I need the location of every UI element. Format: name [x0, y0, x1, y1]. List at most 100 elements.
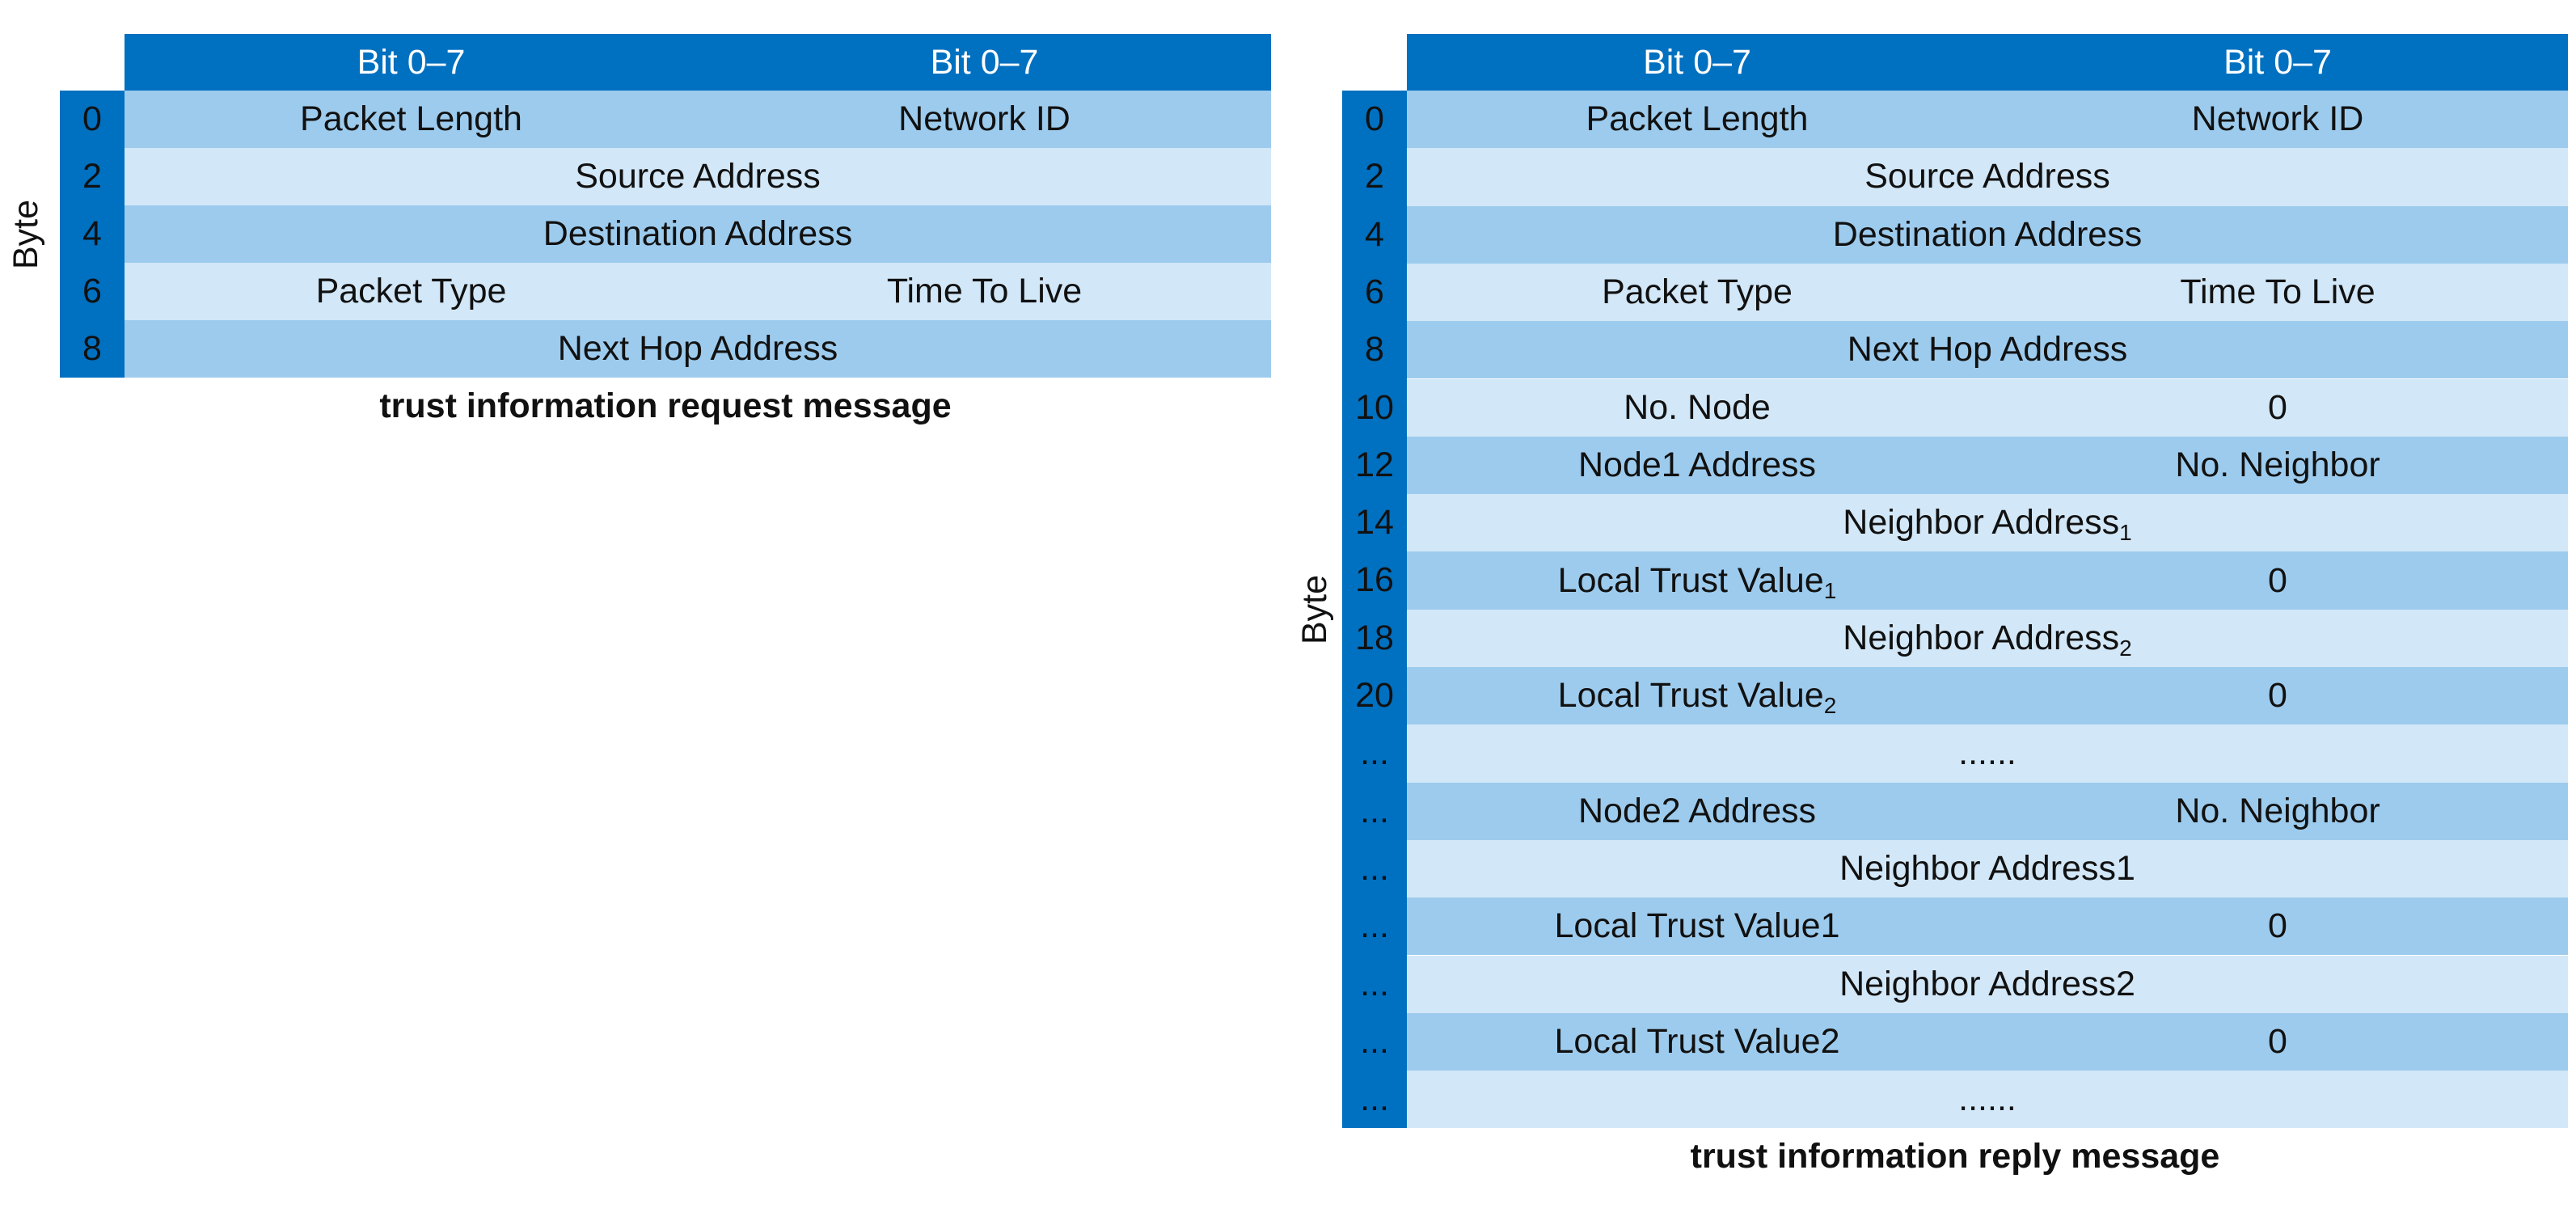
field-label: Destination Address — [543, 214, 853, 253]
field-cell: Node2 Address — [1407, 792, 1987, 831]
byte-offset: 8 — [1365, 330, 1384, 370]
byte-offset: 20 — [1355, 676, 1394, 715]
field-label: Neighbor Address2 — [1839, 964, 2135, 1003]
field-row: Next Hop Address — [1407, 321, 2568, 379]
field-label: Packet Type — [1602, 272, 1793, 312]
field-cell: ...... — [1407, 1079, 2568, 1119]
field-label: Network ID — [2191, 99, 2364, 139]
byte-offset: ... — [1360, 906, 1389, 946]
field-label: ...... — [1958, 733, 2016, 773]
field-cell: Neighbor Address1 — [1407, 849, 2568, 889]
field-label: Next Hop Address — [1847, 330, 2128, 370]
field-label: Neighbor Address — [1843, 503, 2120, 543]
field-cell: Network ID — [698, 99, 1271, 139]
diagram-caption: trust information reply message — [1690, 1137, 2220, 1176]
field-label: Destination Address — [1832, 214, 2143, 254]
field-label: Local Trust Value1 — [1554, 906, 1840, 946]
field-label: No. Node — [1624, 387, 1771, 427]
field-cell: Local Trust Value2 — [1407, 676, 1987, 719]
field-cell: Neighbor Address1 — [1407, 503, 2568, 546]
field-row: Neighbor Address1 — [1407, 494, 2568, 552]
byte-offset: 0 — [82, 99, 102, 138]
byte-offset: 6 — [82, 272, 102, 310]
field-cell: Time To Live — [698, 272, 1271, 311]
field-label: Packet Length — [1586, 99, 1809, 139]
field-row: Neighbor Address2 — [1407, 609, 2568, 667]
byte-offset: 12 — [1355, 445, 1394, 484]
byte-offset: ... — [1360, 791, 1389, 830]
diagram-caption: trust information request message — [379, 386, 952, 425]
bit-header-row: Bit 0–7 Bit 0–7 — [125, 34, 1271, 91]
field-label: Neighbor Address — [1843, 618, 2120, 657]
field-label: Packet Type — [315, 272, 507, 310]
field-label: 0 — [2268, 906, 2287, 946]
field-cell: Next Hop Address — [1407, 330, 2568, 370]
field-subscript: 2 — [1823, 693, 1837, 719]
field-cell: Next Hop Address — [125, 329, 1271, 369]
field-label: Local Trust Value — [1557, 560, 1824, 600]
field-cell: Source Address — [125, 157, 1271, 196]
field-label: Next Hop Address — [557, 329, 838, 368]
field-row: Neighbor Address2 — [1407, 955, 2568, 1013]
byte-offset: ... — [1360, 1021, 1389, 1061]
byte-offset: ... — [1360, 964, 1389, 1003]
field-label: Neighbor Address1 — [1839, 849, 2135, 889]
byte-offset: 2 — [1365, 157, 1384, 196]
field-label: No. Neighbor — [2175, 445, 2380, 484]
byte-axis-label: Byte — [1295, 574, 1334, 644]
field-cell: Packet Length — [125, 99, 698, 139]
field-label: No. Neighbor — [2175, 791, 2380, 830]
field-cell: Neighbor Address2 — [1407, 965, 2568, 1004]
field-row: Packet Type Time To Live — [1407, 263, 2568, 322]
field-row: Local Trust Value1 0 — [1407, 898, 2568, 956]
field-row: ...... — [1407, 1071, 2568, 1129]
field-row: Destination Address — [125, 205, 1271, 263]
field-subscript: 1 — [2119, 520, 2132, 546]
field-label: Node1 Address — [1577, 445, 1817, 484]
byte-index-column — [1342, 91, 1407, 1129]
byte-offset: 6 — [1365, 272, 1384, 311]
field-label: Time To Live — [2180, 272, 2375, 312]
bit-header-0: Bit 0–7 — [357, 42, 466, 82]
field-label: Source Address — [1864, 157, 2110, 196]
field-row: Packet Type Time To Live — [125, 263, 1271, 320]
field-row: No. Node 0 — [1407, 378, 2568, 437]
byte-offset: 14 — [1355, 503, 1394, 543]
field-cell: 0 — [1987, 676, 2568, 716]
field-label: Time To Live — [886, 272, 1083, 310]
field-cell: Local Trust Value2 — [1407, 1022, 1987, 1062]
field-cell: Packet Type — [1407, 272, 1987, 312]
field-cell: 0 — [1987, 388, 2568, 428]
field-cell: 0 — [1987, 1022, 2568, 1062]
bit-header-1: Bit 0–7 — [930, 42, 1039, 82]
byte-offset: ... — [1360, 733, 1389, 773]
field-label: Node2 Address — [1577, 791, 1817, 830]
field-label: 0 — [2268, 1021, 2287, 1061]
field-row: Local Trust Value2 0 — [1407, 1012, 2568, 1071]
field-label: Local Trust Value — [1557, 676, 1824, 716]
field-label: Local Trust Value2 — [1554, 1021, 1840, 1061]
field-cell: Node1 Address — [1407, 446, 1987, 485]
field-cell: Source Address — [1407, 157, 2568, 196]
field-cell: Time To Live — [1987, 272, 2568, 312]
field-label: 0 — [2268, 560, 2287, 600]
field-cell: Local Trust Value1 — [1407, 560, 1987, 603]
byte-offset: 18 — [1355, 618, 1394, 657]
field-cell: Local Trust Value1 — [1407, 906, 1987, 946]
byte-offset: 16 — [1355, 560, 1394, 600]
field-cell: Packet Length — [1407, 99, 1987, 139]
field-cell: Destination Address — [1407, 215, 2568, 255]
field-label: 0 — [2268, 676, 2287, 716]
field-row: Neighbor Address1 — [1407, 839, 2568, 898]
field-row: Next Hop Address — [125, 320, 1271, 378]
field-subscript: 1 — [1823, 577, 1837, 603]
bit-header-1: Bit 0–7 — [2223, 42, 2332, 82]
field-cell: No. Neighbor — [1987, 446, 2568, 485]
field-row: Source Address — [125, 148, 1271, 205]
bit-header-0: Bit 0–7 — [1643, 42, 1751, 82]
field-row: ...... — [1407, 724, 2568, 783]
field-row: Local Trust Value2 0 — [1407, 667, 2568, 725]
field-cell: No. Neighbor — [1987, 792, 2568, 831]
field-label: ...... — [1958, 1079, 2016, 1119]
byte-offset: 8 — [82, 329, 102, 368]
